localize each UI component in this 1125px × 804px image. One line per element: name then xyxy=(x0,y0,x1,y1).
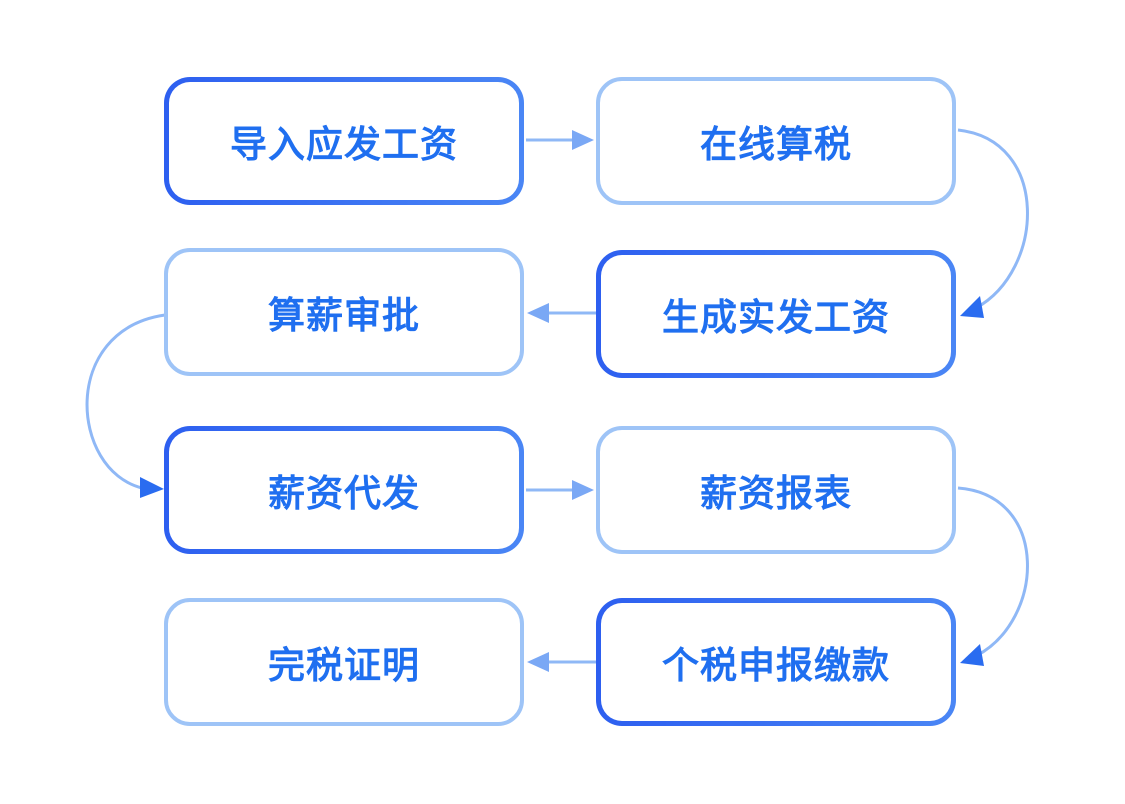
step-label: 完税证明 xyxy=(268,644,420,687)
step-import-gross-pay: 导入应发工资 xyxy=(164,77,524,205)
connector-report-to-filing xyxy=(957,486,1029,666)
connector-net-pay-to-approval xyxy=(527,303,596,323)
step-tax-certificate: 完税证明 xyxy=(164,598,524,726)
step-payroll-report: 薪资报表 xyxy=(596,426,956,554)
connector-payout-to-report xyxy=(526,480,594,500)
step-label: 在线算税 xyxy=(700,123,852,166)
step-label: 生成实发工资 xyxy=(662,296,890,339)
step-label: 导入应发工资 xyxy=(230,123,458,166)
step-payroll-approval: 算薪审批 xyxy=(164,248,524,376)
step-salary-payout: 薪资代发 xyxy=(164,426,524,554)
step-label: 个税申报缴款 xyxy=(662,644,890,687)
step-label: 薪资报表 xyxy=(700,472,852,515)
connector-import-to-tax xyxy=(526,130,594,150)
step-generate-net-pay: 生成实发工资 xyxy=(596,250,956,378)
step-label: 算薪审批 xyxy=(268,294,420,337)
step-tax-filing-payment: 个税申报缴款 xyxy=(596,598,956,726)
connector-filing-to-certificate xyxy=(527,652,596,672)
connector-tax-to-net-pay xyxy=(957,128,1029,318)
connector-approval-to-payout xyxy=(85,313,166,498)
step-label: 薪资代发 xyxy=(268,472,420,515)
step-online-tax-calc: 在线算税 xyxy=(596,77,956,205)
